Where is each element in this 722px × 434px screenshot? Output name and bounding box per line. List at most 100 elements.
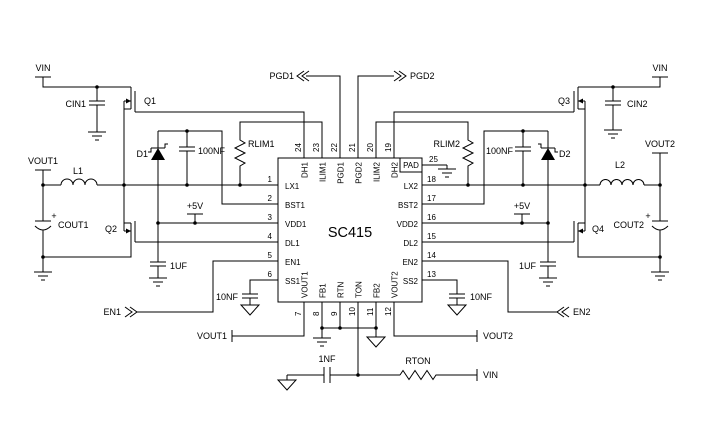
rton-label: RTON (405, 356, 430, 366)
pin-name-FB1: FB1 (319, 283, 328, 298)
pin-name-DL1: DL1 (285, 239, 300, 248)
q2-label: Q2 (105, 224, 117, 234)
ground-arrow-1nf (276, 379, 298, 391)
mosfet-q3 (573, 87, 586, 185)
pgd1-wire (306, 75, 341, 158)
vout1-top-connector (35, 169, 51, 185)
pgd2-wire (357, 75, 394, 158)
en1-chevron-icon (124, 306, 138, 318)
net-dh2 (393, 111, 574, 158)
cout2-label: COUT2 (613, 220, 644, 230)
cout1-plus-sign: + (51, 211, 56, 221)
en1-wire (137, 260, 278, 313)
pgd1-chevron-icon (296, 70, 310, 82)
pin-name-VOUT1: VOUT1 (301, 271, 310, 298)
cap-1uf-left (149, 223, 167, 287)
cbst2-label: 100NF (486, 146, 514, 156)
net-bst1 (158, 130, 278, 205)
ground-arrow-ss2 (446, 304, 468, 316)
net-bst2 (422, 130, 548, 205)
pin-number-24: 24 (294, 143, 303, 152)
pin-name-EN1: EN1 (285, 258, 301, 267)
vin-bottom-label: VIN (483, 370, 498, 380)
net-pgd2 (357, 70, 407, 158)
mosfet-q4 (573, 185, 660, 258)
q3-label: Q3 (558, 96, 570, 106)
pin-name-VDD1: VDD1 (285, 220, 307, 229)
q2-symbol (43, 185, 136, 258)
net-vout1-sense (231, 302, 305, 342)
pin-number-1: 1 (268, 175, 273, 184)
pin-name-VOUT2: VOUT2 (391, 271, 400, 298)
pin-name-DL2: DL2 (403, 239, 418, 248)
pin-name-SS1: SS1 (285, 277, 301, 286)
ground-arrow-fb2 (365, 336, 387, 348)
ton-network (276, 367, 478, 391)
mosfet-q1 (123, 87, 136, 185)
pin-number-13: 13 (427, 270, 436, 279)
net-fb-rtn-ground (313, 302, 387, 348)
ground-cout1 (34, 257, 52, 281)
cap-100nf-right (515, 131, 531, 185)
net-vin-left (35, 76, 131, 88)
net-ss2 (422, 279, 468, 316)
rlim1-label: RLIM1 (248, 139, 275, 149)
cvdd2-label: 1UF (519, 261, 537, 271)
pin-name-TON: TON (355, 281, 364, 298)
pin-name-PGD2: PGD2 (355, 161, 364, 183)
pgd2-chevron-icon (393, 70, 407, 82)
cap-cout2 (651, 185, 669, 257)
pin-number-8: 8 (312, 311, 321, 316)
chip-body (277, 157, 423, 303)
p5v-right-label: +5V (514, 201, 530, 211)
pin-name-DH1: DH1 (301, 161, 310, 178)
pin-name-EN2: EN2 (402, 258, 418, 267)
cvdd1-label: 1UF (170, 261, 188, 271)
resistor-rlim1 (233, 121, 323, 185)
inductor-l2 (599, 179, 645, 186)
pin-number-3: 3 (268, 213, 273, 222)
pin-name-BST2: BST2 (398, 201, 419, 210)
net-lx2 (422, 179, 660, 186)
pin-name-DH2: DH2 (391, 161, 400, 178)
cout1-capacitor-symbol (34, 185, 52, 257)
d2-triangle (541, 148, 555, 160)
pin-number-11: 11 (366, 307, 375, 316)
mosfet-q2 (43, 185, 136, 258)
q2-arrow (126, 228, 131, 234)
ground-cout2 (651, 257, 669, 281)
p5v-left-label: +5V (187, 201, 203, 211)
cin2-label: CIN2 (627, 99, 648, 109)
pad-pin-number: 25 (429, 155, 438, 164)
chip-name: SC415 (328, 225, 372, 241)
d2-label: D2 (559, 149, 571, 159)
pin-name-FB2: FB2 (373, 283, 382, 298)
en1-label: EN1 (103, 307, 121, 317)
vin-right-label: VIN (652, 63, 667, 73)
cin1-capacitor-symbol (88, 87, 106, 141)
vout1-top-label: VOUT1 (28, 156, 58, 166)
cap-1uf-right (539, 223, 557, 287)
pin-number-22: 22 (330, 143, 339, 152)
vout2-top-label: VOUT2 (645, 139, 675, 149)
pin-name-BST1: BST1 (285, 201, 306, 210)
vin-left-label: VIN (35, 63, 50, 73)
junction-dots (41, 85, 662, 377)
pin-number-12: 12 (384, 307, 393, 316)
cbst1-label: 100NF (198, 146, 226, 156)
pin-number-14: 14 (427, 251, 436, 260)
en2-label: EN2 (573, 307, 591, 317)
l2-label: L2 (615, 160, 625, 170)
pin-number-21: 21 (348, 143, 357, 152)
diode-d1 (148, 131, 168, 223)
pin-number-20: 20 (366, 143, 375, 152)
vout1-bottom-label: VOUT1 (197, 331, 227, 341)
pin-number-4: 4 (268, 232, 273, 241)
q1-arrow (126, 98, 131, 104)
chip-pin-texts: 1LX12BST13VDD14DL15EN16SS118LX217BST216V… (268, 143, 437, 316)
d2-symbol (538, 131, 558, 223)
q1-label: Q1 (144, 96, 156, 106)
pin-number-5: 5 (268, 251, 273, 260)
pin-name-SS2: SS2 (403, 277, 419, 286)
pin-number-18: 18 (427, 175, 436, 184)
